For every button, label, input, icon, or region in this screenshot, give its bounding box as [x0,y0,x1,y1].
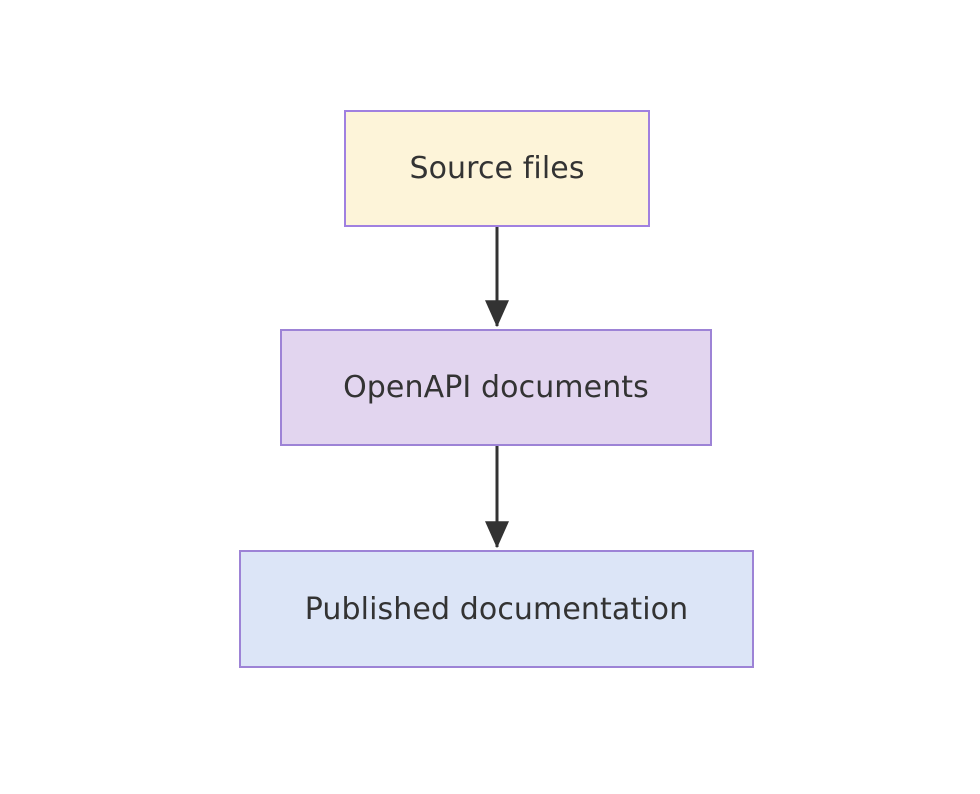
node-openapi-documents-label: OpenAPI documents [343,370,649,405]
node-source-files-label: Source files [409,151,585,186]
node-published-documentation[interactable]: Published documentation [239,550,754,668]
node-openapi-documents[interactable]: OpenAPI documents [280,329,712,446]
node-published-documentation-label: Published documentation [304,591,689,627]
node-source-files[interactable]: Source files [344,110,650,227]
